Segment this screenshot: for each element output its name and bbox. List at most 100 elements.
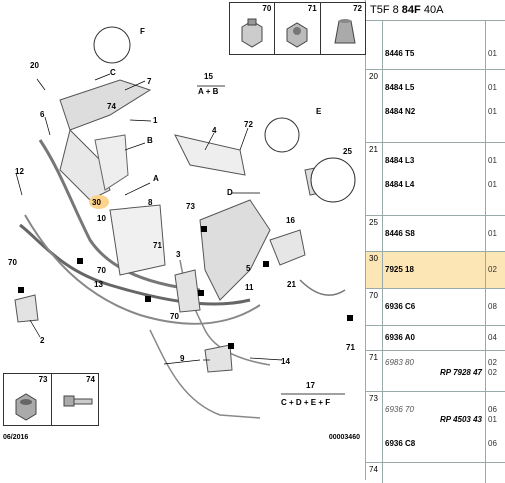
callout-73[interactable]: 73 [186, 202, 195, 211]
ref-number: 73 [369, 394, 378, 403]
callout-30[interactable]: 30 [92, 198, 101, 207]
part-code: 7925 18 [385, 265, 414, 274]
diagram-drawing [14, 26, 356, 419]
table-row[interactable]: 25 8446 S8 01 [366, 216, 505, 252]
part-qty: 01 [488, 49, 497, 58]
part-qty: 02 [488, 265, 497, 274]
callout-17[interactable]: 17 [306, 381, 315, 390]
callout-70a[interactable]: 70 [8, 258, 17, 267]
callout-74[interactable]: 74 [107, 102, 116, 111]
part-qty: 01 [488, 83, 497, 92]
ref-number: 70 [369, 291, 378, 300]
part-code: 8446 S8 [385, 229, 415, 238]
table-row[interactable]: 71 6983 80 02 RP 7928 47 02 [366, 351, 505, 392]
parts-diagram: 70 71 72 F 20 C 7 74 1 6 15 A + B 72 E 4… [3, 0, 366, 480]
ref-number: 71 [369, 353, 378, 362]
nut-icon [286, 22, 308, 48]
table-row[interactable]: 21 8484 L3 01 8484 L4 01 [366, 143, 505, 216]
fastener-73[interactable]: 73 [4, 374, 52, 425]
table-row-selected[interactable]: 30 7925 18 02 [366, 252, 505, 289]
part-qty: 01 [488, 107, 497, 116]
fastener-number: 70 [262, 4, 272, 13]
ref-number: 74 [369, 465, 378, 474]
callout-71b[interactable]: 71 [346, 343, 355, 352]
fastener-number: 74 [86, 375, 95, 384]
callout-E[interactable]: E [316, 107, 322, 116]
parts-table: T5F 8 84F 40A 8446 T5 01 20 8484 L5 01 8… [366, 0, 505, 483]
callout-1[interactable]: 1 [153, 116, 158, 125]
callout-15[interactable]: 15 [204, 72, 213, 81]
callout-7[interactable]: 7 [147, 77, 152, 86]
callout-20[interactable]: 20 [30, 61, 39, 70]
callout-70c[interactable]: 70 [170, 312, 179, 321]
callout-5[interactable]: 5 [246, 264, 251, 273]
part-qty: 06 [488, 405, 497, 414]
callout-17-group: C + D + E + F [281, 398, 331, 407]
callout-21[interactable]: 21 [287, 280, 296, 289]
part-qty: 02 [488, 368, 497, 377]
fastener-70[interactable]: 70 [230, 3, 276, 54]
callout-9[interactable]: 9 [180, 354, 185, 363]
part-qty: 01 [488, 156, 497, 165]
fastener-number: 72 [353, 4, 362, 13]
part-code: 8484 N2 [385, 107, 416, 116]
fastener-number: 73 [38, 375, 48, 384]
callout-10[interactable]: 10 [97, 214, 106, 223]
callout-A[interactable]: A [153, 174, 159, 183]
ref-number: 20 [369, 72, 378, 81]
table-header: T5F 8 84F 40A [366, 0, 505, 21]
fastener-74[interactable]: 74 [52, 374, 99, 425]
callout-4[interactable]: 4 [212, 126, 217, 135]
table-row[interactable]: 20 8484 L5 01 8484 N2 01 [366, 70, 505, 143]
callout-3[interactable]: 3 [176, 250, 181, 259]
replacement-ref[interactable]: RP 4503 43 [440, 415, 482, 424]
ref-number: 30 [369, 254, 378, 263]
header-prefix: T5F 8 [370, 4, 399, 16]
callout-71a[interactable]: 71 [153, 241, 162, 250]
part-code: 6936 C6 [385, 302, 416, 311]
callout-8[interactable]: 8 [148, 198, 153, 207]
header-suffix: 40A [423, 4, 444, 16]
callout-6[interactable]: 6 [40, 110, 45, 119]
table-row[interactable]: 6936 A0 04 [366, 326, 505, 351]
callout-12[interactable]: 12 [15, 167, 24, 176]
nut-icon [15, 393, 37, 421]
part-code: 6936 C8 [385, 439, 416, 448]
fastener-legend-bottom: 73 74 [3, 373, 99, 426]
callout-B[interactable]: B [147, 136, 153, 145]
table-row[interactable]: 74 [366, 463, 505, 483]
callout-D[interactable]: D [227, 188, 233, 197]
part-qty: 01 [488, 180, 497, 189]
diagram-id: 00003460 [328, 434, 360, 441]
rubber-stop-icon [334, 19, 356, 44]
part-code: 8484 L3 [385, 156, 415, 165]
part-qty: 01 [488, 229, 497, 238]
part-qty: 08 [488, 302, 497, 311]
part-qty: 04 [488, 333, 497, 342]
callout-14[interactable]: 14 [281, 357, 290, 366]
callout-16[interactable]: 16 [286, 216, 295, 225]
part-qty: 02 [488, 358, 497, 367]
part-qty: 01 [488, 415, 497, 424]
callout-C[interactable]: C [110, 68, 116, 77]
callout-11[interactable]: 11 [245, 283, 254, 292]
callout-25[interactable]: 25 [343, 147, 352, 156]
callout-2[interactable]: 2 [40, 336, 45, 345]
part-code: 6936 70 [385, 405, 414, 414]
table-row[interactable]: 73 6936 70 06 RP 4503 43 01 6936 C8 06 [366, 392, 505, 463]
table-row[interactable]: 70 6936 C6 08 [366, 289, 505, 326]
header-bold-code: 84F [401, 4, 421, 16]
callout-72[interactable]: 72 [244, 120, 253, 129]
replacement-ref[interactable]: RP 7928 47 [440, 368, 482, 377]
table-row[interactable]: 8446 T5 01 [366, 21, 505, 70]
part-code: 8446 T5 [385, 49, 415, 58]
callout-13[interactable]: 13 [94, 280, 103, 289]
part-code: 6936 A0 [385, 333, 415, 342]
bolt-icon [63, 395, 92, 407]
part-code: 6983 80 [385, 358, 414, 367]
callout-F[interactable]: F [140, 27, 145, 36]
fastener-71[interactable]: 71 [275, 3, 321, 54]
callout-70b[interactable]: 70 [97, 266, 106, 275]
nut-icon [241, 18, 263, 48]
fastener-72[interactable]: 72 [321, 3, 365, 54]
